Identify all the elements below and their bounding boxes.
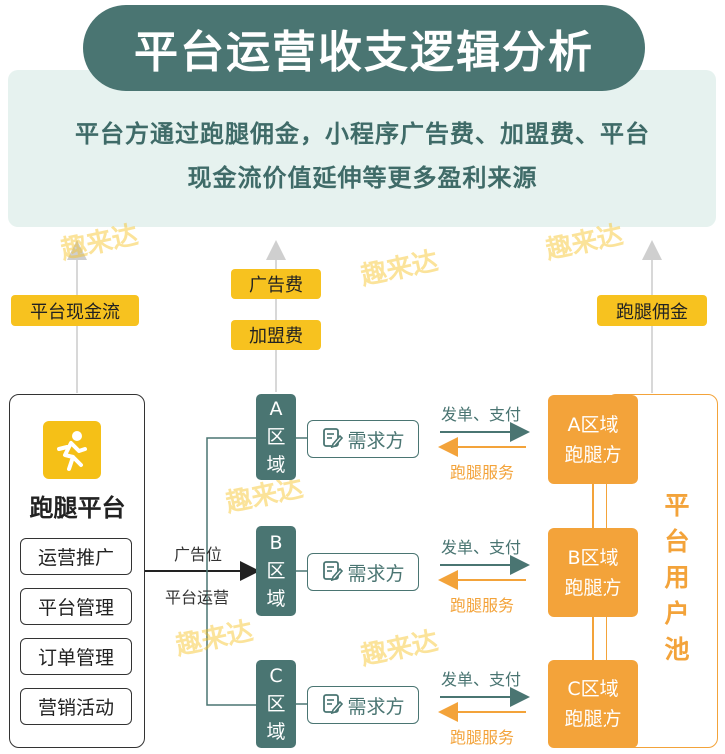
runner-region: B区域 — [567, 546, 619, 569]
runner-service-label: 跑腿服务 — [450, 596, 515, 615]
commission-tag: 跑腿佣金 — [597, 295, 707, 326]
platform-ops-label: 平台运营 — [165, 588, 230, 607]
order-payment-label: 发单、支付 — [441, 670, 522, 689]
demand-label: 需求方 — [347, 695, 405, 718]
region-letter: C — [269, 665, 283, 687]
runner-box-c: C区域 跑腿方 — [548, 660, 638, 748]
summary-line-2: 现金流价值延伸等更多盈利来源 — [187, 164, 538, 192]
runner-role: 跑腿方 — [564, 708, 622, 730]
runner-region: C区域 — [567, 678, 619, 700]
runner-service-label: 跑腿服务 — [450, 463, 515, 482]
runner-box-b: B区域 跑腿方 — [548, 528, 638, 617]
page-title: 平台运营收支逻辑分析 — [83, 5, 645, 91]
region-char: 区 — [266, 426, 286, 448]
franchise-fee-tag: 加盟费 — [231, 320, 321, 350]
region-char: 域 — [266, 588, 286, 610]
region-letter: B — [269, 532, 283, 554]
runner-box-a: A区域 跑腿方 — [548, 395, 638, 484]
region-a: A 区 域 — [256, 394, 296, 480]
region-b: B 区 域 — [256, 526, 296, 616]
region-bracket — [206, 437, 256, 706]
demand-box-c: 需求方 — [307, 686, 419, 724]
runner-role: 跑腿方 — [564, 576, 622, 599]
menu-marketing-activities: 营销活动 — [20, 688, 132, 725]
summary-panel — [8, 70, 716, 227]
menu-order-management: 订单管理 — [20, 638, 132, 675]
edit-icon — [321, 692, 344, 719]
menu-operations-promotion: 运营推广 — [20, 538, 132, 575]
runner-role: 跑腿方 — [564, 443, 622, 466]
region-char: 区 — [266, 560, 286, 582]
user-pool-label: 平 台 用 户 池 — [664, 491, 690, 664]
runner-region: A区域 — [567, 413, 619, 436]
order-payment-label: 发单、支付 — [441, 405, 522, 424]
region-char: 区 — [266, 693, 286, 715]
running-icon — [43, 421, 101, 479]
demand-label: 需求方 — [347, 562, 405, 585]
order-payment-label: 发单、支付 — [441, 538, 522, 557]
region-char: 域 — [266, 721, 286, 743]
demand-label: 需求方 — [347, 429, 405, 452]
region-letter: A — [269, 398, 283, 420]
cash-flow-tag: 平台现金流 — [11, 295, 139, 326]
edit-icon — [321, 559, 344, 586]
user-pool-box — [606, 394, 718, 748]
runner-service-label: 跑腿服务 — [450, 728, 515, 747]
demand-box-b: 需求方 — [307, 553, 419, 591]
edit-icon — [321, 426, 344, 453]
summary-text: 平台方通过跑腿佣金，小程序广告费、加盟费、平台 现金流价值延伸等更多盈利来源 — [20, 112, 705, 200]
region-char: 域 — [266, 454, 286, 476]
ad-fee-tag: 广告费 — [231, 269, 321, 299]
region-c: C 区 域 — [256, 660, 296, 748]
summary-line-1: 平台方通过跑腿佣金，小程序广告费、加盟费、平台 — [75, 120, 650, 148]
demand-box-a: 需求方 — [307, 420, 419, 458]
ad-slot-label: 广告位 — [174, 545, 223, 564]
platform-title: 跑腿平台 — [29, 494, 126, 522]
menu-platform-management: 平台管理 — [20, 588, 132, 625]
